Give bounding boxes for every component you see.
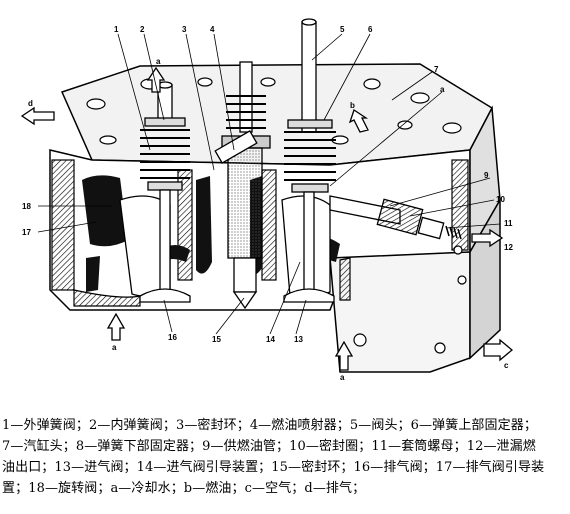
leak-arrow-12 <box>471 228 504 248</box>
cylinder-head-cutaway-diagram: 1 2 3 4 5 6 7 9 10 11 12 18 17 16 15 14 … <box>20 18 514 382</box>
callout-15: 15 <box>212 335 221 344</box>
callout-a-right: a <box>440 85 445 94</box>
intake-valve-spring <box>284 131 336 181</box>
callout-a-left: a <box>112 343 117 352</box>
callout-14: 14 <box>266 335 275 344</box>
flow-arrows <box>20 66 514 371</box>
injector-spring <box>226 95 266 129</box>
exhaust-valve-assembly <box>139 81 191 303</box>
sleeve-nut-threads <box>445 225 462 240</box>
callout-b: b <box>350 101 355 110</box>
caption-line-3: 油出口；13—进气阀；14—进气阀引导装置；15—密封环；16—排气阀；17—排… <box>2 460 545 475</box>
callout-a-top: a <box>156 57 161 66</box>
callout-5: 5 <box>340 25 345 34</box>
fuel-injector <box>214 61 271 310</box>
callout-10: 10 <box>496 195 505 204</box>
exhaust-valve-spring <box>140 129 190 179</box>
callout-16: 16 <box>168 333 177 342</box>
callout-6: 6 <box>368 25 373 34</box>
callout-2: 2 <box>140 25 145 34</box>
mounting-bolts <box>353 245 467 354</box>
callout-labels: 1 2 3 4 5 6 7 9 10 11 12 18 17 16 15 14 … <box>22 25 513 382</box>
callout-d: d <box>28 99 33 108</box>
caption-line-1: 1—外弹簧阀；2—内弹簧阀；3—密封环；4—燃油喷射器；5—阀头；6—弹簧上部固… <box>2 418 537 433</box>
figure-caption: 1—外弹簧阀；2—内弹簧阀；3—密封环；4—燃油喷射器；5—阀头；6—弹簧上部固… <box>2 415 568 499</box>
callout-11: 11 <box>504 219 513 228</box>
bolt-holes <box>86 77 462 145</box>
fuel-supply-pipe <box>329 195 462 240</box>
intake-valve-assembly <box>283 18 336 303</box>
leader-lines <box>37 33 501 335</box>
caption-line-4: 置；18—旋转阀；a—冷却水；b—燃油；c—空气；d—排气； <box>2 481 366 496</box>
air-arrow-c <box>483 338 514 362</box>
water-arrow-a-top <box>146 66 166 93</box>
callout-3: 3 <box>182 25 187 34</box>
callout-1: 1 <box>114 25 119 34</box>
callout-c: c <box>504 361 509 370</box>
callout-4: 4 <box>210 25 215 34</box>
callout-18: 18 <box>22 202 31 211</box>
water-arrow-a-left <box>106 312 126 341</box>
callout-12: 12 <box>504 243 513 252</box>
callout-13: 13 <box>294 335 303 344</box>
callout-17: 17 <box>22 228 31 237</box>
callout-9: 9 <box>484 171 489 180</box>
caption-line-2: 7—汽缸头；8—弹簧下部固定器；9—供燃油管；10—密封圈；11—套筒螺母；12… <box>2 439 536 454</box>
fuel-arrow-b <box>348 108 369 133</box>
callout-7: 7 <box>434 65 439 74</box>
exhaust-arrow-d <box>20 106 55 126</box>
water-arrow-a-bottom <box>334 340 354 371</box>
callout-a-bottom: a <box>340 373 345 382</box>
